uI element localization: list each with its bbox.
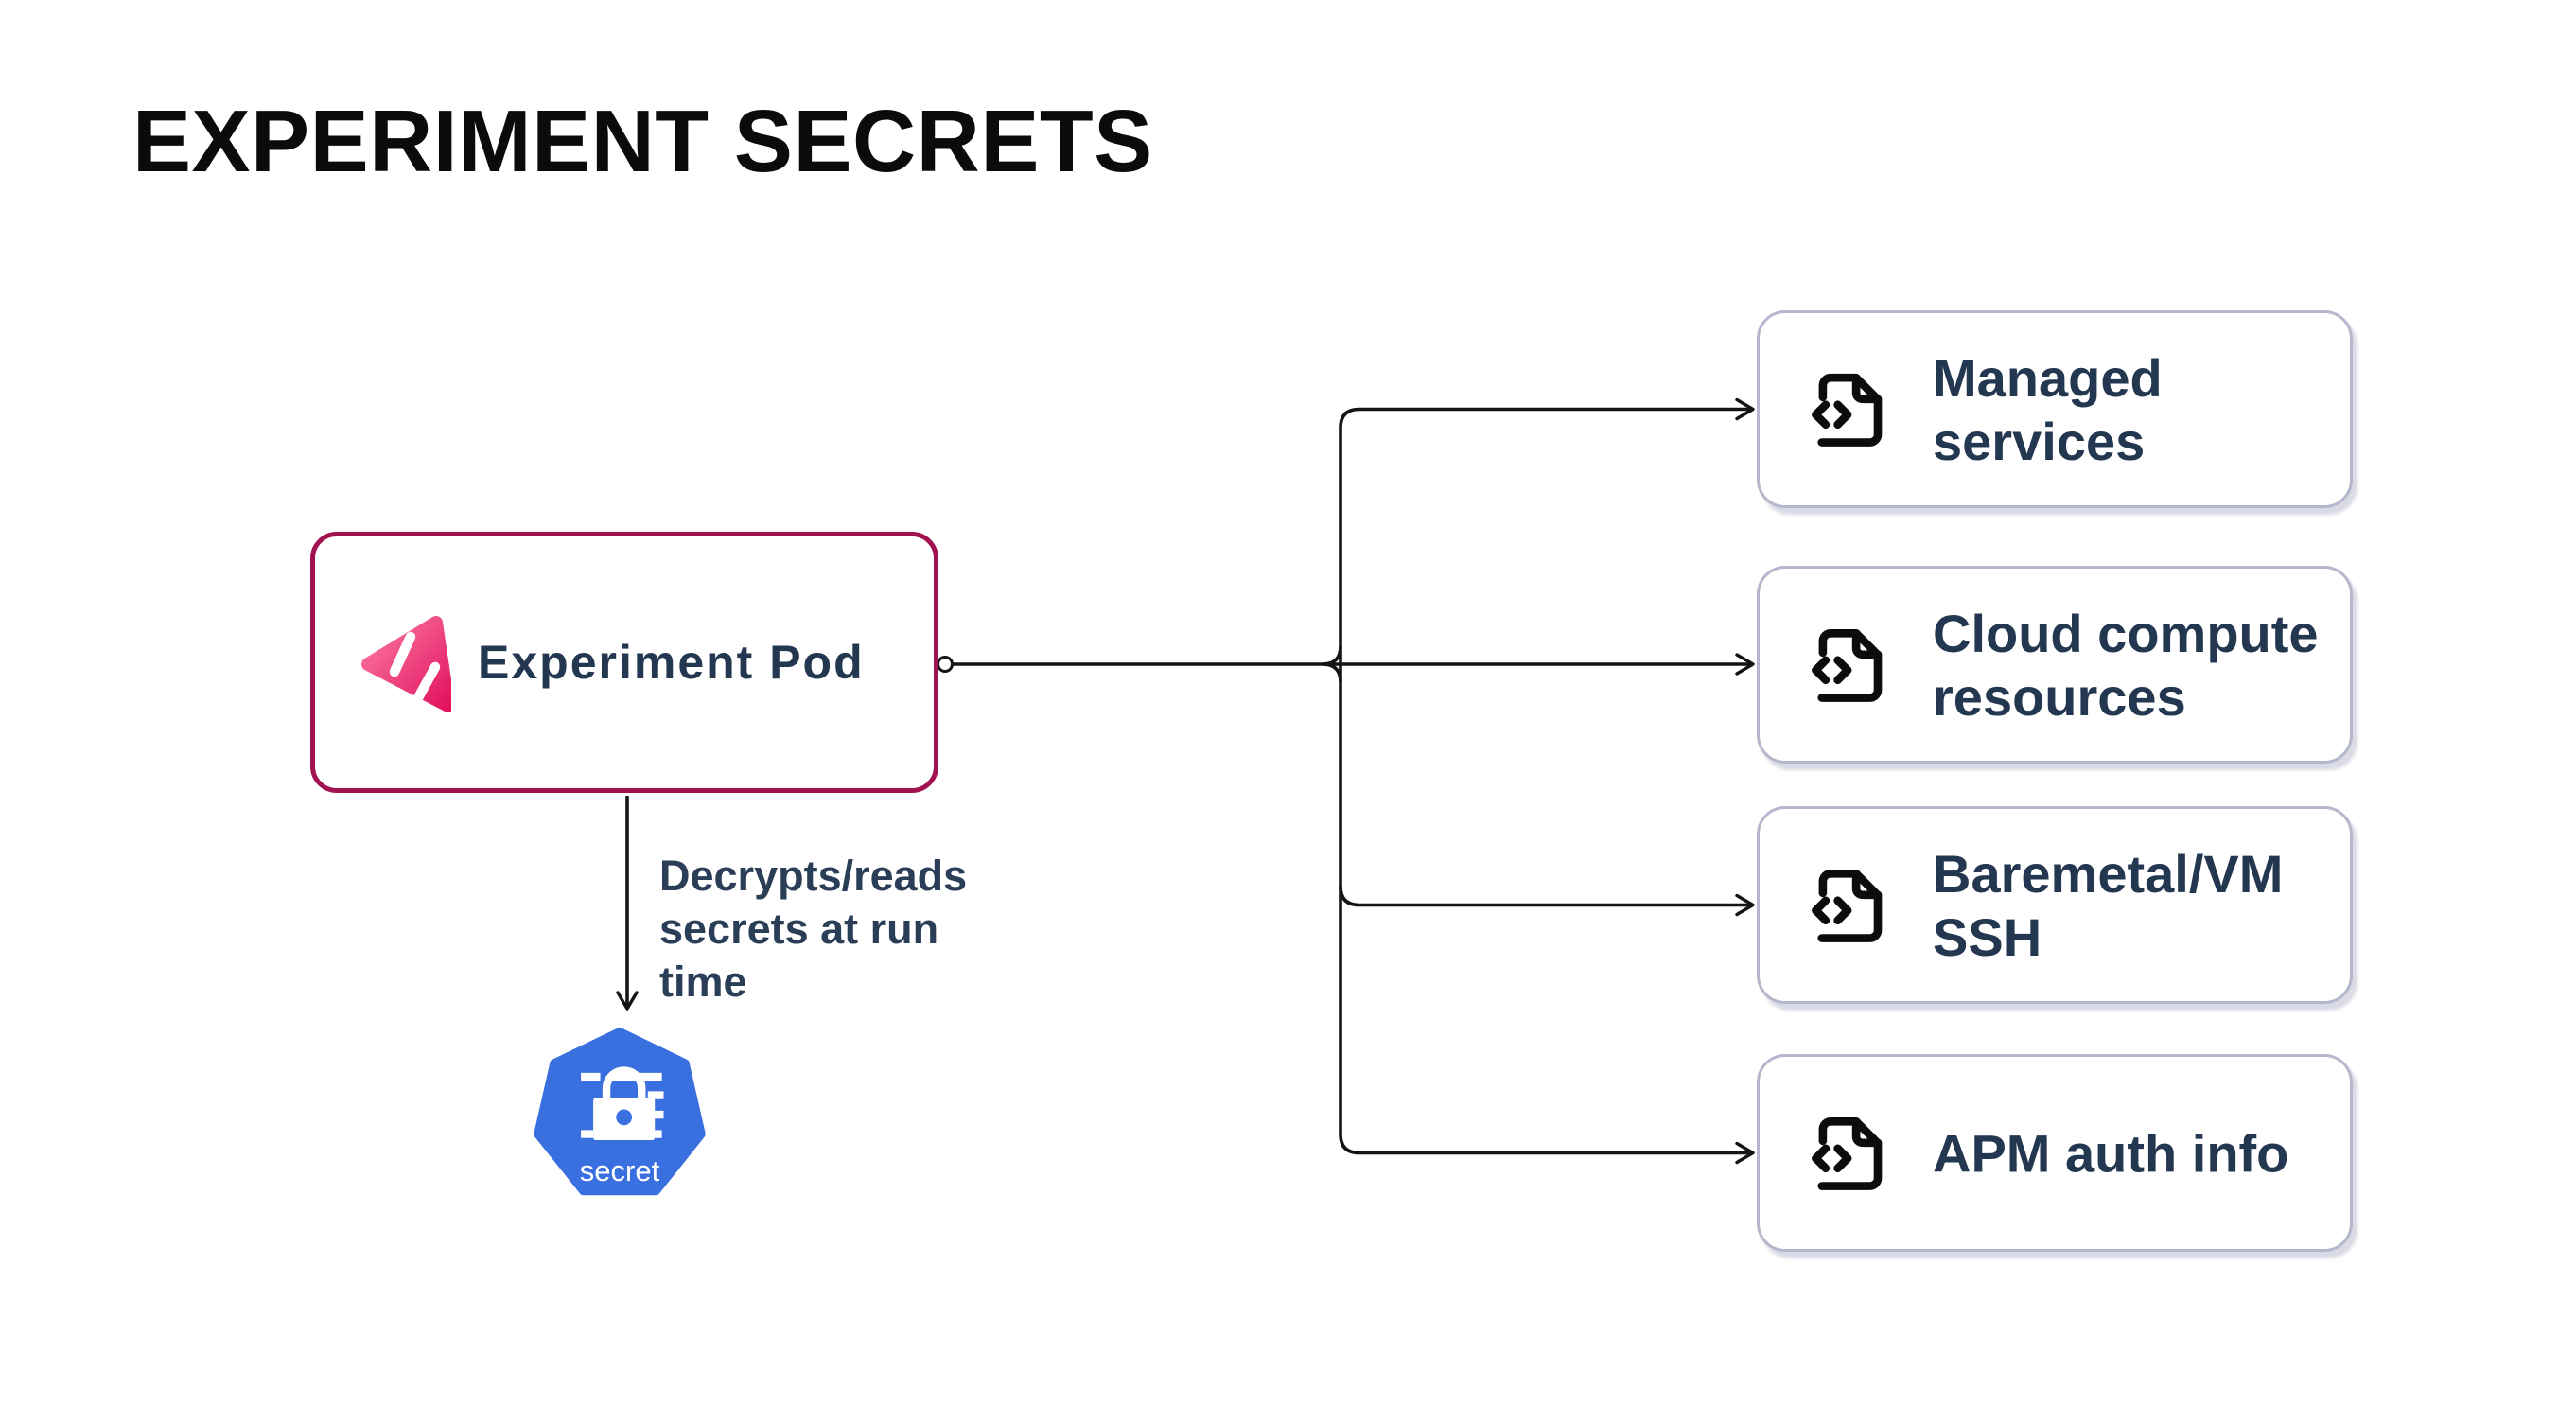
experiment-pod-label: Experiment Pod <box>478 636 865 689</box>
file-code-icon <box>1812 628 1883 702</box>
file-code-icon <box>1812 373 1883 447</box>
kubernetes-secret-lock-icon <box>534 1028 706 1196</box>
file-code-icon <box>1812 1116 1883 1190</box>
page-title: EXPERIMENT SECRETS <box>132 92 1153 190</box>
node-baremetal-vm-ssh: Baremetal/VM SSH <box>1757 806 2353 1004</box>
node-label: APM auth info <box>1933 1123 2289 1183</box>
node-apm-auth-info: APM auth info <box>1757 1054 2353 1252</box>
edge-annotation: Decrypts/reads secrets at run time <box>659 852 968 1006</box>
node-cloud-compute: Cloud compute resources <box>1757 566 2353 764</box>
file-code-icon <box>1812 869 1883 942</box>
experiment-pod-node: Experiment Pod <box>310 532 938 793</box>
node-label: Baremetal/VM SSH <box>1933 843 2284 967</box>
edge-to-apm <box>1339 1134 1755 1165</box>
edge-to-managed-services <box>1339 397 1755 429</box>
kubernetes-secret-node: secret <box>532 1028 708 1204</box>
node-label: Cloud compute resources <box>1933 603 2319 727</box>
secret-label: secret <box>579 1154 660 1187</box>
node-label: Managed services <box>1933 347 2163 471</box>
experiment-pod-logo-icon <box>361 616 451 712</box>
connector-handle <box>937 656 954 673</box>
node-managed-services: Managed services <box>1757 310 2353 508</box>
edge-to-baremetal <box>1339 886 1755 917</box>
